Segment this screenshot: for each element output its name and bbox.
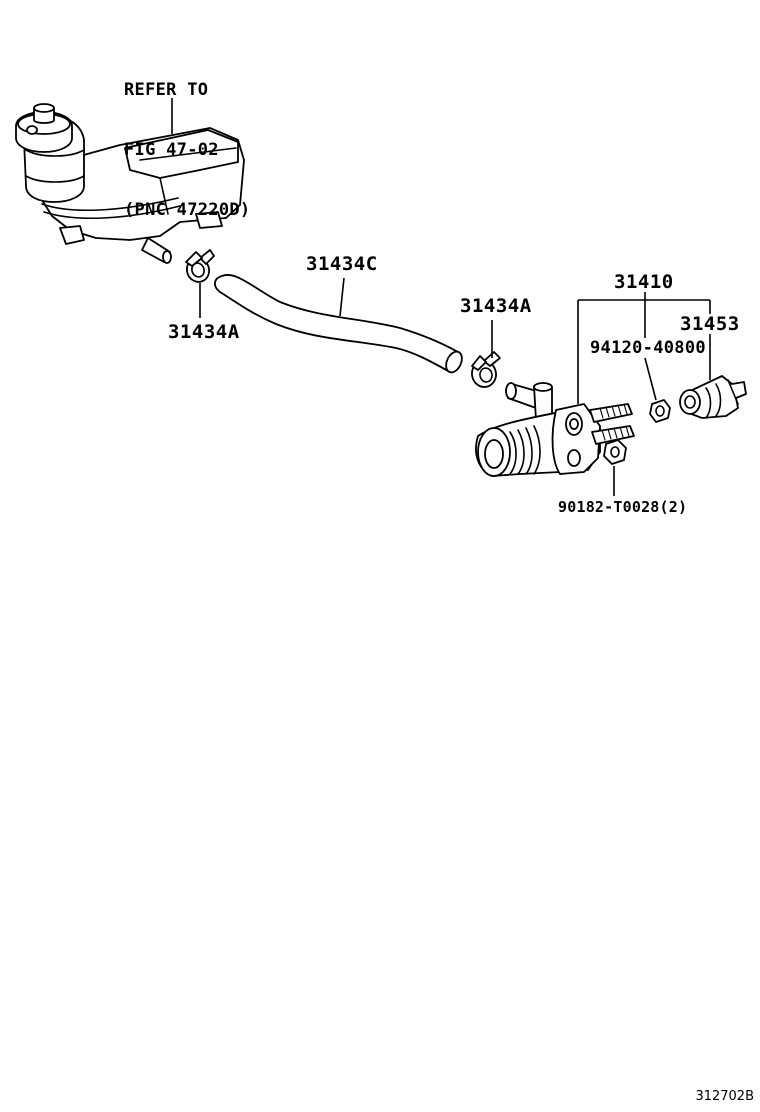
callout-clamp-left: 31434A bbox=[168, 321, 240, 343]
callout-bolt: 90182-T0028(2) bbox=[558, 498, 688, 516]
clutch-master-cylinder bbox=[475, 382, 635, 477]
callout-hose: 31434C bbox=[306, 253, 378, 275]
reference-note: REFER TO FIG 47-02 (PNC 47220D) bbox=[124, 40, 250, 240]
callout-clamp-right: 31434A bbox=[460, 295, 532, 317]
reference-note-line3: (PNC 47220D) bbox=[124, 200, 251, 220]
figure-number: 312702B bbox=[695, 1089, 754, 1104]
callout-master-cylinder: 31410 bbox=[614, 271, 674, 293]
hose-clamp-right bbox=[471, 351, 501, 388]
flange-nut bbox=[603, 439, 627, 465]
clutch-hose bbox=[214, 274, 463, 374]
hex-nut bbox=[649, 399, 671, 423]
callout-boot: 31453 bbox=[680, 313, 740, 335]
leader-lines bbox=[171, 98, 711, 496]
reference-note-line2: FIG 47-02 bbox=[124, 140, 219, 160]
hose-clamp-left bbox=[185, 249, 215, 283]
reservoir-tank bbox=[15, 103, 245, 264]
reference-note-line1: REFER TO bbox=[124, 80, 209, 100]
callout-nut: 94120-40800 bbox=[590, 338, 706, 358]
cylinder-boot bbox=[679, 375, 747, 419]
